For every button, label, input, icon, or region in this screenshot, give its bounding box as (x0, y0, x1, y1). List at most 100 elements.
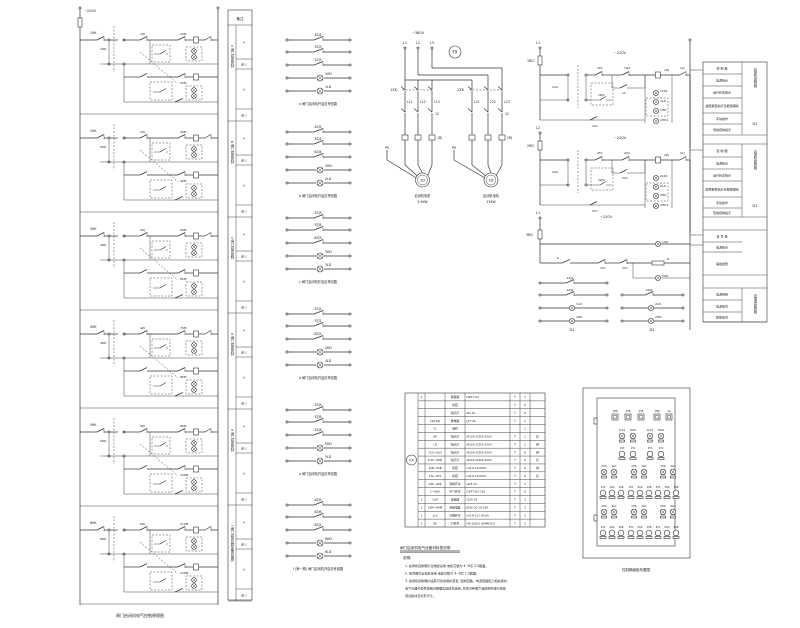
terminal-icon (605, 319, 609, 323)
indicator-lamp-icon (659, 508, 667, 516)
button-base (646, 457, 654, 460)
interlock-label: 2ZJ3 (598, 178, 605, 182)
note-line: 调试接线及外形尺寸。 (405, 593, 436, 598)
terminal-icon (348, 446, 352, 450)
lamp-cross (570, 319, 574, 323)
button-base (663, 496, 671, 499)
contact-open-icon (497, 86, 503, 91)
lamp-box (185, 340, 203, 356)
indicator-lamp-icon (191, 87, 197, 93)
fx-label: FX (452, 50, 457, 55)
lamp-cross (317, 349, 323, 355)
panel-device-label: 4LD (612, 505, 617, 508)
table-cell: 个 (514, 419, 517, 423)
panel-device-label: 5SB (647, 526, 652, 529)
contact-blade (174, 98, 184, 103)
thermal-relay-icon (428, 134, 436, 141)
panel-d2-label: D2 (650, 328, 655, 332)
terminal-icon (620, 319, 624, 323)
lamp-cross (192, 578, 196, 582)
wire (495, 164, 503, 177)
contactor-label: 12KM (180, 571, 189, 575)
indicator-lamp-icon (316, 265, 324, 273)
relay-label: 6ZJ (140, 522, 145, 526)
contact-closed-icon (204, 330, 212, 335)
lamp-cross (611, 509, 617, 515)
motor-power: 13KW (486, 200, 496, 204)
phase-label: L1 (536, 41, 540, 45)
push-button-icon (618, 450, 626, 458)
contact-blade (177, 73, 186, 78)
indicator-lamp-icon (655, 275, 661, 281)
contact-blade (177, 526, 186, 531)
table-cell: 6 (524, 450, 526, 454)
lamp-box (645, 182, 669, 202)
panel-device-label: 1TA (631, 447, 636, 450)
contact-closed-icon (619, 259, 628, 264)
lamp-label: 2LD (655, 302, 662, 306)
table-cell: 绿 (536, 442, 539, 446)
contact-blade (644, 291, 654, 296)
contact-blade (139, 465, 148, 470)
contact-blade (594, 71, 603, 76)
interlock-box (151, 44, 171, 63)
lamp-cross (317, 445, 323, 451)
terminal-icon (348, 433, 352, 437)
button-base (617, 536, 625, 539)
contact-blade (679, 71, 687, 76)
table-cell: AD16-22D/S-220V (467, 450, 492, 454)
lamp-cross (192, 245, 196, 249)
thermal-relay-icon (498, 134, 506, 141)
contact-label: 5ZJ4 (314, 223, 321, 227)
push-button-icon (599, 529, 607, 537)
switch-knob (667, 415, 671, 419)
legend-row-label: 控 制 器 (717, 148, 728, 153)
terminal-icon (107, 136, 111, 140)
side-table-cell: 合 1 (241, 113, 247, 118)
table-cell: 个 (514, 498, 517, 502)
contact-closed-icon (679, 71, 687, 76)
table-cell: 1 (524, 435, 526, 439)
thermal-label: 2C (505, 112, 510, 116)
lamp-cross (192, 349, 196, 353)
voltage-label: ~220V (614, 136, 627, 140)
contact-closed-icon (177, 134, 186, 139)
hinge-icon (593, 417, 598, 425)
side-table-group-label: d 闸门启闭控制 (230, 333, 234, 356)
contact-closed-icon (139, 232, 148, 237)
terminal-icon (605, 281, 609, 285)
contact-blade (96, 330, 105, 335)
contact-open-icon (483, 108, 489, 113)
contact-blade (313, 431, 324, 436)
table-cell: 1HD~6HD (428, 458, 442, 462)
lamp-cross (317, 458, 323, 464)
terminal-icon (348, 254, 352, 258)
pe-label: PE (385, 146, 389, 150)
wire (139, 247, 179, 281)
contactor-label: 3KM (180, 130, 187, 134)
lamp-label: 3HD (325, 250, 332, 254)
side-table-cell: A (243, 41, 246, 45)
contact-blade (313, 310, 324, 315)
indicator-lamp-icon (316, 252, 324, 260)
contact-closed-icon (177, 232, 186, 237)
legend-code: D2 (753, 204, 758, 208)
terminal-icon (348, 228, 352, 232)
contact-group-caption: f (第一期) 闸门启闭机开启信号回路 (293, 566, 344, 571)
motor-inner (485, 174, 497, 186)
contact-label: 5ZJ2 (314, 307, 321, 311)
table-cell: 指示灯 (451, 442, 460, 446)
panel-device-label: 3SB (674, 486, 679, 489)
indicator-lamp-icon (191, 381, 197, 387)
terminal-icon (285, 181, 289, 185)
indicator-lamp-icon (653, 108, 659, 114)
lamp-cross (631, 509, 637, 515)
